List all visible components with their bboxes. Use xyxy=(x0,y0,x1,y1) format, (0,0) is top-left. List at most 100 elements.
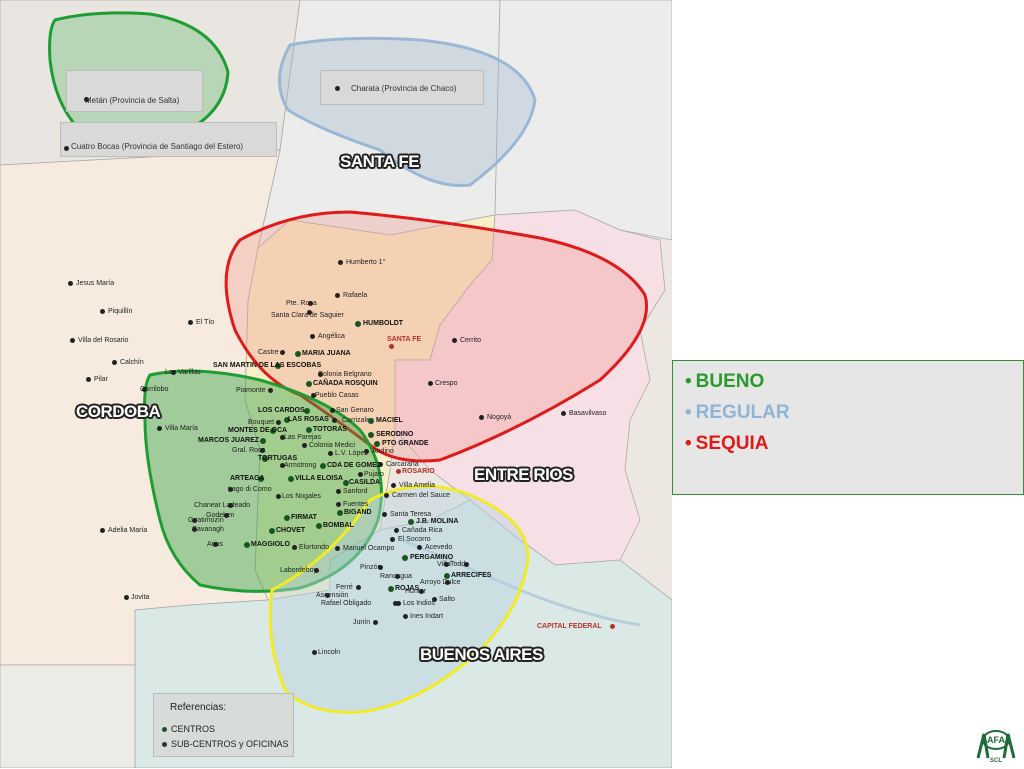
place-dot xyxy=(320,463,326,469)
place-label: CASILDA xyxy=(349,479,381,486)
place-label: CHOVET xyxy=(276,527,306,534)
place-label: Elortondo xyxy=(299,544,329,551)
place-label: Cañada Rica xyxy=(402,527,443,534)
place-dot xyxy=(428,381,433,386)
place-dot xyxy=(142,387,147,392)
place-label: Ines Indart xyxy=(410,613,444,620)
place-label: Sanford xyxy=(343,488,368,495)
place-label: LOS CARDOS xyxy=(258,407,305,414)
place-dot xyxy=(419,589,424,594)
place-dot xyxy=(444,573,450,579)
place-dot xyxy=(260,448,265,453)
place-label: HUMBOLDT xyxy=(363,320,404,327)
place-dot xyxy=(338,260,343,265)
place-label: ROSARIO xyxy=(402,468,435,475)
place-label: LAS ROSAS xyxy=(288,416,329,423)
place-label: ARRECIFES xyxy=(451,572,492,579)
zone-sequia xyxy=(224,210,648,463)
legend-item-regular: •REGULAR xyxy=(685,402,790,424)
place-dot xyxy=(280,350,285,355)
place-dot xyxy=(373,620,378,625)
place-label: Todd xyxy=(450,561,466,568)
place-label: Rancagua xyxy=(380,573,412,580)
place-dot xyxy=(306,381,312,387)
place-dot xyxy=(112,360,117,365)
place-dot xyxy=(394,528,399,533)
province-label-buenos-aires: BUENOS AIRES xyxy=(420,645,543,664)
place-dot xyxy=(368,418,374,424)
place-dot xyxy=(100,528,105,533)
place-label: Los Indios xyxy=(403,600,435,607)
province-label-cordoba: CORDOBA xyxy=(76,402,161,421)
place-label: Junín xyxy=(353,619,371,626)
place-label: MONTES DE OCA xyxy=(228,427,288,434)
centros-dot-icon xyxy=(162,727,167,733)
place-dot xyxy=(213,542,218,547)
place-label: Nogoyá xyxy=(487,414,512,421)
place-dot xyxy=(192,527,197,532)
place-label: BIGAND xyxy=(344,509,372,516)
place-dot xyxy=(84,97,89,102)
place-label: CAÑADA ROSQUIN xyxy=(313,380,378,387)
place-dot xyxy=(86,377,91,382)
place-label: Pte. Roca xyxy=(286,300,317,307)
place-dot xyxy=(310,334,315,339)
bullet-icon: • xyxy=(685,402,692,423)
place-dot xyxy=(417,545,422,550)
place-label: PERGAMINO xyxy=(410,554,454,561)
place-dot xyxy=(378,462,383,467)
place-dot xyxy=(355,321,361,327)
place-label: Carrizales xyxy=(342,417,374,424)
place-dot xyxy=(336,489,341,494)
place-label: PTO GRANDE xyxy=(382,440,429,447)
place-label: Colonia Medici xyxy=(309,442,355,449)
legend-item-sequia: •SEQUIA xyxy=(685,433,769,455)
place-dot xyxy=(336,502,341,507)
place-dot xyxy=(393,601,398,606)
place-label: SERODINO xyxy=(376,431,414,438)
place-dot xyxy=(452,338,457,343)
place-label: Adelia María xyxy=(108,527,148,534)
place-label: Jesus María xyxy=(76,280,115,287)
place-label: Santa Clara de Saguier xyxy=(271,312,344,319)
place-dot xyxy=(295,351,301,357)
place-label: Ferré xyxy=(336,584,353,591)
place-label: Pujato xyxy=(364,471,384,478)
place-label: Hunter xyxy=(405,588,427,595)
callout-cuatro-bocas-label: Cuatro Bocas (Provincia de Santiago del … xyxy=(71,142,244,151)
bullet-icon: • xyxy=(685,371,692,392)
legend-sequia-label: SEQUIA xyxy=(695,433,769,454)
place-label: Fuentes xyxy=(343,501,369,508)
place-label: Lago di Como xyxy=(228,486,272,493)
place-label: Angélica xyxy=(318,333,345,340)
place-label: El Tío xyxy=(196,319,215,326)
logo-caption: SCL xyxy=(990,758,1002,764)
place-dot xyxy=(358,472,363,477)
place-dot xyxy=(384,493,389,498)
place-dot xyxy=(479,415,484,420)
place-label: BOMBAL xyxy=(323,522,354,529)
place-dot xyxy=(374,441,380,447)
place-dot xyxy=(445,580,450,585)
place-dot xyxy=(171,370,176,375)
place-label: San Genaro xyxy=(336,407,374,414)
place-dot xyxy=(432,597,437,602)
callout-cuatro-bocas: Cuatro Bocas (Provincia de Santiago del … xyxy=(60,122,277,157)
place-dot xyxy=(318,372,323,377)
place-label: Pinzón xyxy=(360,564,382,571)
region-map: Metán (Provincia de Salta) Charata (Prov… xyxy=(0,0,672,768)
place-label: Chanear Ladeado xyxy=(194,502,251,509)
legend-item-bueno: •BUENO xyxy=(685,371,764,393)
place-dot xyxy=(337,510,343,516)
place-label: Pilar xyxy=(94,376,109,383)
place-label: Cavanagh xyxy=(192,526,224,533)
place-dot xyxy=(270,428,276,434)
place-label: Las Parejas xyxy=(284,434,321,441)
legend-box: •BUENO •REGULAR •SEQUIA xyxy=(672,360,1024,495)
place-label: Salto xyxy=(439,596,455,603)
place-label: Cerrito xyxy=(460,337,482,344)
place-label: Los Nogales xyxy=(282,493,321,500)
bullet-icon: • xyxy=(685,433,692,454)
place-label: Arias xyxy=(207,541,223,548)
place-label: Godeken xyxy=(206,512,235,519)
